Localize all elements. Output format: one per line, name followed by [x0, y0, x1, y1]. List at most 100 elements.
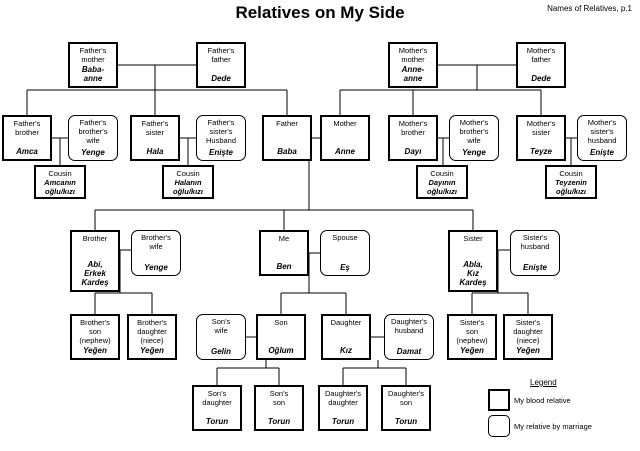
- box-role: Father's brother: [13, 119, 41, 137]
- fathers-mother-box: Father's mother Baba- anne: [68, 42, 118, 88]
- fathers-father-box: Father's father Dede: [196, 42, 246, 88]
- spouse-box: Spouse Eş: [320, 230, 370, 276]
- cousin-turkish: Teyzenin oğlu/kızı: [555, 177, 587, 196]
- box-role: Daughter's daughter: [324, 389, 362, 407]
- box-turkish: Abi, Erkek Kardeş: [81, 260, 109, 287]
- box-role: Father: [276, 119, 298, 128]
- legend-marriage-label: My relative by marriage: [514, 422, 592, 431]
- box-role: Brother's daughter (niece): [137, 318, 167, 345]
- box-role: Son's daughter: [202, 389, 232, 407]
- box-turkish: Eş: [340, 263, 350, 272]
- box-role: Mother's brother's wife: [459, 118, 489, 145]
- cousin-role: Cousin: [430, 168, 454, 178]
- box-role: Sister's daughter (niece): [513, 318, 543, 345]
- box-turkish: Dede: [531, 74, 551, 83]
- daughters-husband-box: Daughter's husband Damat: [384, 314, 434, 360]
- daughter-box: Daughter Kız: [321, 314, 371, 360]
- box-role: Sister's husband: [520, 233, 550, 251]
- box-turkish: Oğlum: [268, 346, 294, 355]
- mothers-sister-box: Mother's sister Teyze: [516, 115, 566, 161]
- box-role: Daughter's son: [387, 389, 425, 407]
- fathers-sister-box: Father's sister Hala: [130, 115, 180, 161]
- daughters-son-box: Daughter's son Torun: [381, 385, 431, 431]
- box-turkish: Damat: [396, 347, 422, 356]
- sons-son-box: Son's son Torun: [254, 385, 304, 431]
- box-role: Brother's wife: [141, 233, 171, 251]
- cousin-teyze-box: Cousin Teyzenin oğlu/kızı: [545, 165, 597, 199]
- box-turkish: Anne- anne: [401, 65, 425, 83]
- box-turkish: Teyze: [530, 147, 552, 156]
- box-turkish: Yenge: [144, 263, 168, 272]
- box-turkish: Dayı: [404, 147, 422, 156]
- cousin-turkish: Halanın oğlu/kızı: [173, 177, 203, 196]
- box-turkish: Yeğen: [140, 346, 164, 355]
- box-role: Father's mother: [79, 46, 107, 64]
- fathers-brother-box: Father's brother Amca: [2, 115, 52, 161]
- box-turkish: Ben: [276, 262, 292, 271]
- mothers-brother-box: Mother's brother Dayı: [388, 115, 438, 161]
- box-turkish: Baba: [277, 147, 297, 156]
- box-turkish: Kız: [340, 346, 352, 355]
- brother-box: Brother Abi, Erkek Kardeş: [70, 230, 120, 292]
- box-turkish: Yenge: [81, 148, 105, 157]
- box-turkish: Torun: [267, 417, 291, 426]
- box-turkish: Abla, Kız Kardeş: [459, 260, 487, 287]
- box-turkish: Enişte: [208, 148, 233, 157]
- sister-box: Sister Abla, Kız Kardeş: [448, 230, 498, 292]
- sisters-husband-box: Sister's husband Enişte: [510, 230, 560, 276]
- daughters-daughter-box: Daughter's daughter Torun: [318, 385, 368, 431]
- legend-blood-label: My blood relative: [514, 396, 571, 405]
- sisters-son-box: Sister's son (nephew) Yeğen: [447, 314, 497, 360]
- box-role: Son's son: [269, 389, 289, 407]
- father-box: Father Baba: [262, 115, 312, 161]
- box-role: Father's brother's wife: [78, 118, 108, 145]
- box-turkish: Baba- anne: [81, 65, 105, 83]
- page-note: Names of Relatives, p.1: [547, 4, 632, 13]
- box-role: Mother's mother: [398, 46, 428, 64]
- page-title: Relatives on My Side: [235, 3, 405, 22]
- legend-marriage-swatch: [488, 415, 510, 437]
- brothers-daughter-box: Brother's daughter (niece) Yeğen: [127, 314, 177, 360]
- cousin-hala-box: Cousin Halanın oğlu/kızı: [162, 165, 214, 199]
- box-turkish: Torun: [394, 417, 418, 426]
- sons-wife-box: Son's wife Gelin: [196, 314, 246, 360]
- box-turkish: Torun: [331, 417, 355, 426]
- box-turkish: Yenge: [462, 148, 486, 157]
- box-role: Mother's sister: [526, 119, 556, 137]
- sons-daughter-box: Son's daughter Torun: [192, 385, 242, 431]
- box-turkish: Hala: [146, 147, 164, 156]
- legend-title: Legend: [530, 378, 557, 387]
- box-turkish: Yeğen: [460, 346, 484, 355]
- mothers-brothers-wife-box: Mother's brother's wife Yenge: [449, 115, 499, 161]
- mothers-sisters-husband-box: Mother's sister's husband Enişte: [577, 115, 627, 161]
- box-role: Mother: [333, 119, 357, 128]
- box-role: Father's father: [207, 46, 235, 64]
- box-turkish: Amca: [16, 147, 38, 156]
- box-role: Son: [274, 318, 288, 327]
- box-role: Sister: [463, 234, 483, 243]
- cousin-turkish: Dayının oğlu/kızı: [427, 177, 457, 196]
- cousin-amca-box: Cousin Amcanın oğlu/kızı: [34, 165, 86, 199]
- box-role: Spouse: [332, 233, 358, 242]
- box-turkish: Enişte: [589, 148, 614, 157]
- box-turkish: Yeğen: [83, 346, 107, 355]
- box-role: Mother's father: [526, 46, 556, 64]
- box-turkish: Dede: [211, 74, 231, 83]
- box-role: Brother's son (nephew): [79, 318, 111, 345]
- box-turkish: Gelin: [210, 347, 231, 356]
- fathers-sisters-husband-box: Father's sister's Husband Enişte: [196, 115, 246, 161]
- sisters-daughter-box: Sister's daughter (niece) Yeğen: [503, 314, 553, 360]
- box-role: Brother: [82, 234, 108, 243]
- cousin-role: Cousin: [48, 168, 72, 178]
- box-turkish: Anne: [335, 147, 355, 156]
- box-role: Sister's son (nephew): [456, 318, 488, 345]
- box-turkish: Yeğen: [516, 346, 540, 355]
- me-box: Me Ben: [259, 230, 309, 276]
- cousin-dayi-box: Cousin Dayının oğlu/kızı: [416, 165, 468, 199]
- box-role: Me: [278, 234, 290, 243]
- box-role: Father's sister: [141, 119, 169, 137]
- mother-box: Mother Anne: [320, 115, 370, 161]
- box-role: Daughter's husband: [390, 317, 428, 335]
- legend-blood-swatch: [488, 389, 510, 411]
